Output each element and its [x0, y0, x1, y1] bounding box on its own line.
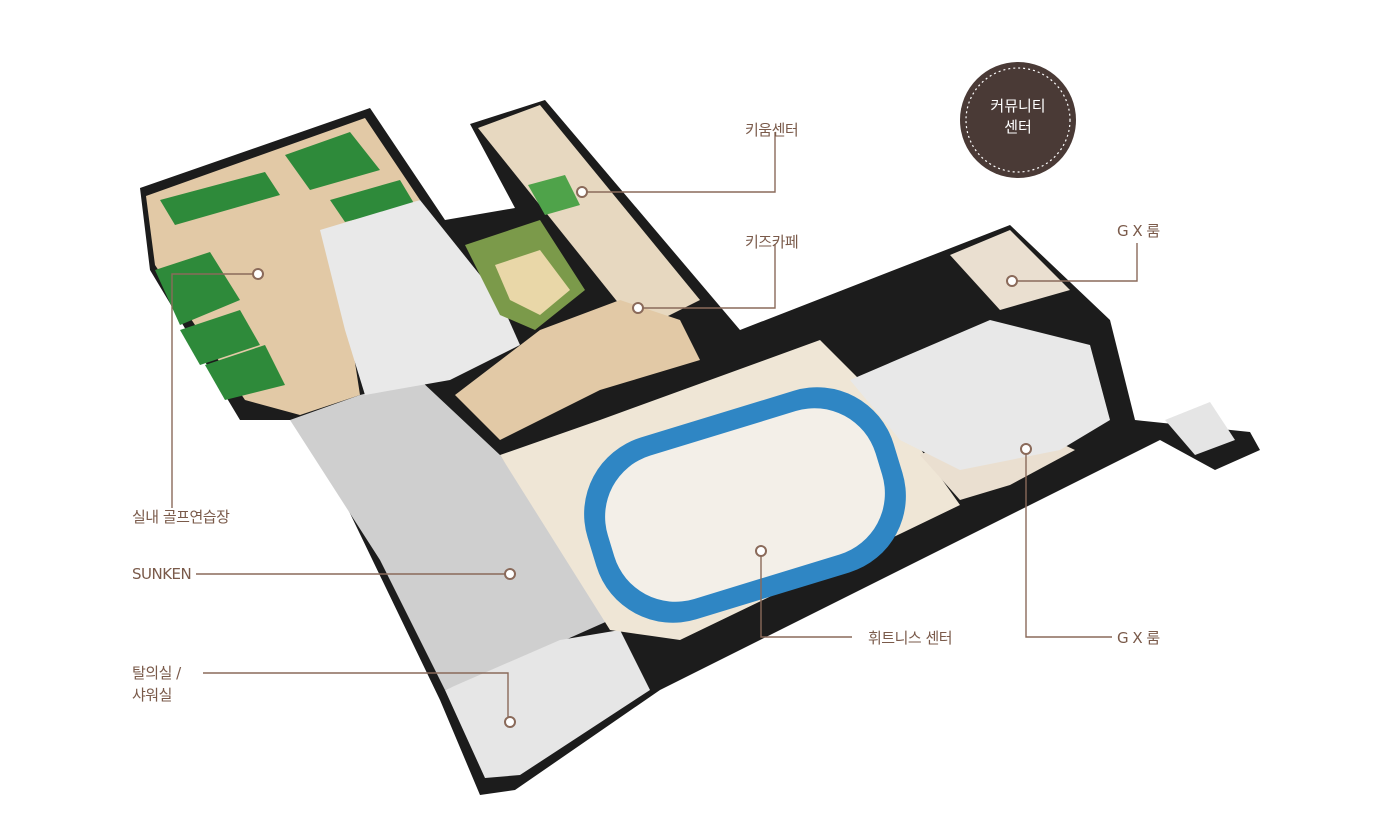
label-kiwoom-center: 키움센터 [745, 121, 799, 139]
badge-shape [960, 62, 1076, 178]
annex-room [1165, 402, 1235, 455]
leader-fitness [760, 551, 852, 638]
kids-cafe-floor [455, 300, 700, 440]
golf-mat [285, 132, 380, 190]
golf-mat [180, 310, 260, 365]
leader-kids-cafe [640, 244, 776, 309]
track-infield [605, 408, 885, 602]
marker-gx-bottom [1020, 443, 1032, 455]
marker-gx-top [1006, 275, 1018, 287]
leader-lines [171, 132, 1138, 720]
badge-ring [965, 67, 1071, 173]
label-locker-line-1: 탈의실 / [132, 664, 181, 682]
label-golf-range: 실내 골프연습장 [132, 508, 230, 526]
marker-kids-cafe [632, 302, 644, 314]
service-rooms [320, 200, 520, 395]
kiwoom-center-floor [478, 105, 700, 330]
marker-sunken [504, 568, 516, 580]
sunken-floor [290, 380, 610, 690]
badge-line-1: 커뮤니티 [990, 97, 1046, 115]
courtyard-sand [495, 250, 570, 315]
gx-room-top-floor [950, 230, 1070, 310]
kids-play-mat [528, 175, 580, 215]
label-sunken: SUNKEN [132, 565, 192, 583]
leader-golf [171, 273, 258, 508]
marker-points [252, 186, 1032, 728]
golf-mat [330, 180, 415, 222]
marker-fitness [755, 545, 767, 557]
leader-kiwoom [585, 132, 776, 193]
leader-gx-top [1012, 243, 1138, 282]
label-fitness-center: 휘트니스 센터 [868, 629, 953, 647]
badge-text: 커뮤니티 센터 [958, 96, 1078, 138]
label-locker-line-2: 샤워실 [132, 686, 172, 704]
locker-room-floor [445, 630, 650, 778]
leader-gx-bottom [1025, 449, 1112, 638]
golf-mat [160, 172, 280, 225]
marker-golf [252, 268, 264, 280]
right-wing-rooms [850, 320, 1110, 470]
golf-mat [205, 345, 285, 400]
badge-line-2: 센터 [1004, 118, 1032, 136]
marker-kiwoom [576, 186, 588, 198]
leader-locker [203, 672, 509, 720]
building-base [140, 100, 1260, 795]
label-gx-room-top: G X 룸 [1117, 222, 1160, 240]
label-kids-cafe: 키즈카페 [745, 233, 799, 251]
golf-mat [155, 252, 240, 325]
community-center-badge [960, 62, 1076, 178]
label-locker-shower: 탈의실 / 샤워실 [132, 662, 181, 706]
label-gx-room-bottom: G X 룸 [1117, 629, 1160, 647]
marker-locker [504, 716, 516, 728]
